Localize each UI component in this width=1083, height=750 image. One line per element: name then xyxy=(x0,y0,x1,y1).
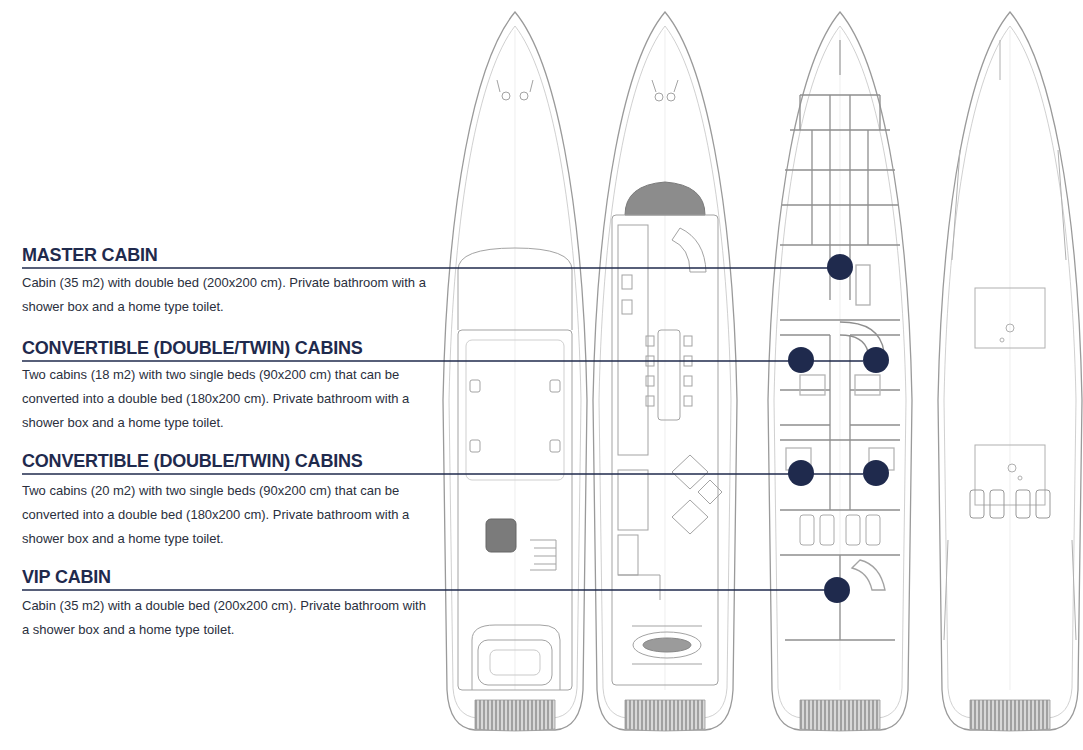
callout-dot xyxy=(863,460,889,486)
top-view xyxy=(944,40,1076,640)
cabin-heading: MASTER CABIN xyxy=(22,244,158,266)
callout-dot xyxy=(863,347,889,373)
cabin-heading: CONVERTIBLE (DOUBLE/TWIN) CABINS xyxy=(22,450,363,472)
hull xyxy=(768,12,912,731)
leader-line xyxy=(22,360,863,362)
cabin-description: Two cabins (18 m2) with two single beds … xyxy=(22,363,434,435)
sun-deck xyxy=(458,80,572,690)
callout-dot xyxy=(788,347,814,373)
engine-room xyxy=(800,515,880,545)
callout-dot xyxy=(788,460,814,486)
hull xyxy=(593,12,737,731)
callout-dots xyxy=(788,254,889,603)
hull xyxy=(443,12,587,731)
hull xyxy=(938,12,1082,731)
leader-line xyxy=(22,589,824,591)
hull-outlines xyxy=(443,12,1082,731)
cabin-description: Two cabins (20 m2) with two single beds … xyxy=(22,479,434,551)
callout-dot xyxy=(824,577,850,603)
leader-line xyxy=(22,473,863,475)
leader-line xyxy=(22,267,828,269)
main-deck xyxy=(612,80,722,685)
cabin-description: Cabin (35 m2) with a double bed (200x200… xyxy=(22,594,434,642)
callout-dot xyxy=(827,254,853,280)
dining-table xyxy=(646,330,692,420)
leader-lines xyxy=(22,268,863,590)
engine-marks xyxy=(970,490,1050,518)
cabin-heading: VIP CABIN xyxy=(22,566,111,588)
lower-deck xyxy=(780,40,900,640)
cabin-heading: CONVERTIBLE (DOUBLE/TWIN) CABINS xyxy=(22,337,363,359)
cabin-description: Cabin (35 m2) with double bed (200x200 c… xyxy=(22,271,434,319)
